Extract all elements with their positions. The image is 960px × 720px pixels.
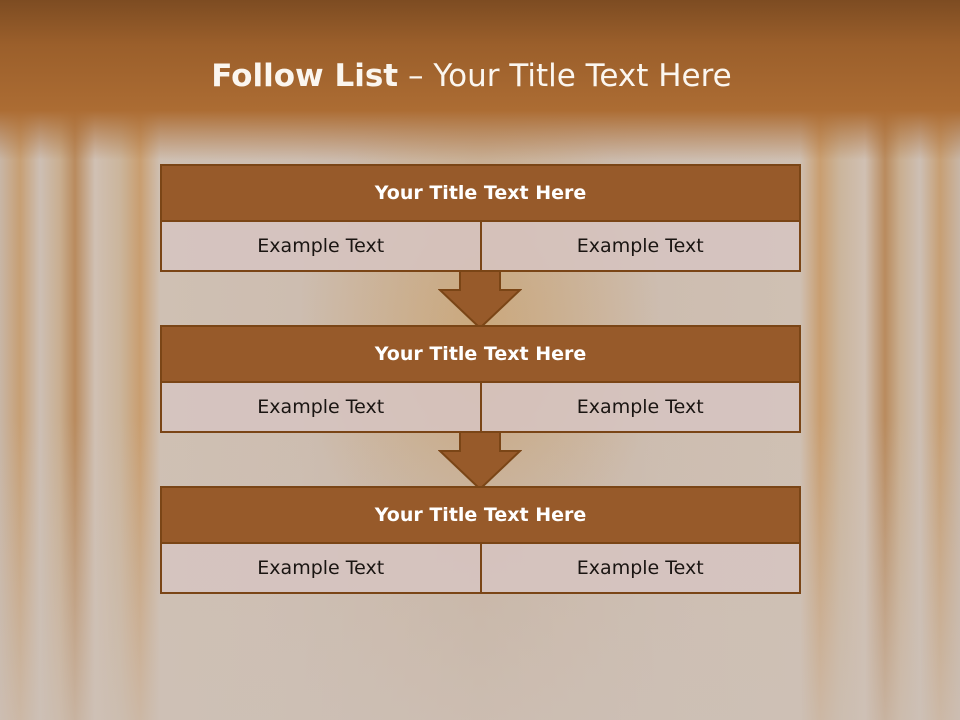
block-cell-right: Example Text	[479, 222, 799, 270]
block-row: Example Text Example Text	[160, 222, 801, 272]
list-block-1: Your Title Text Here Example Text Exampl…	[160, 164, 801, 272]
down-arrow-icon	[438, 270, 522, 330]
block-title: Your Title Text Here	[160, 486, 801, 544]
block-row: Example Text Example Text	[160, 383, 801, 433]
block-title: Your Title Text Here	[160, 164, 801, 222]
header-band	[0, 0, 960, 160]
block-cell-right: Example Text	[479, 544, 799, 592]
down-arrow-icon	[438, 431, 522, 491]
block-title: Your Title Text Here	[160, 325, 801, 383]
block-cell-left: Example Text	[162, 222, 480, 270]
block-row: Example Text Example Text	[160, 544, 801, 594]
block-cell-right: Example Text	[479, 383, 799, 431]
slide-title: Follow List – Your Title Text Here	[0, 56, 943, 96]
block-cell-left: Example Text	[162, 544, 480, 592]
list-block-3: Your Title Text Here Example Text Exampl…	[160, 486, 801, 594]
slide-title-rest: – Your Title Text Here	[398, 58, 732, 94]
block-cell-left: Example Text	[162, 383, 480, 431]
slide-title-bold: Follow List	[211, 58, 399, 94]
list-block-2: Your Title Text Here Example Text Exampl…	[160, 325, 801, 433]
